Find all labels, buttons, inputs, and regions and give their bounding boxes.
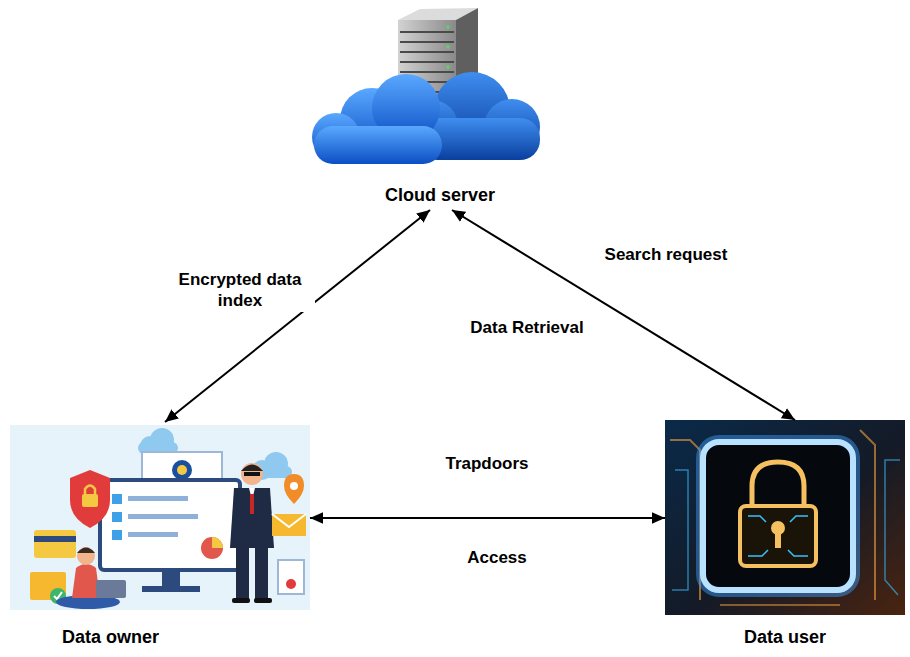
double-arrow — [452, 210, 795, 420]
owner-illustration — [85, 486, 95, 495]
user-illustration — [703, 442, 853, 590]
cloud-shape — [312, 74, 442, 164]
double-arrow — [165, 210, 430, 422]
owner-illustration — [54, 592, 62, 599]
edge-label: Encrypted data index — [165, 268, 315, 312]
user-illustration — [720, 604, 840, 606]
edge-label: Access — [464, 546, 530, 569]
node-caption: Data user — [744, 626, 826, 648]
owner-illustration — [162, 570, 180, 586]
node-box: Data user — [665, 420, 905, 652]
owner-illustration — [272, 514, 306, 536]
edge-label: Trapdoors — [442, 452, 531, 475]
owner-illustration — [142, 586, 200, 592]
owner-illustration — [255, 548, 268, 600]
owner-illustration — [172, 460, 192, 480]
owner-illustration — [290, 482, 298, 490]
user-illustration — [775, 530, 781, 548]
node-box: Cloud server — [330, 5, 550, 210]
node-box: Data owner — [10, 422, 310, 652]
owner-illustration — [250, 494, 254, 514]
owner-illustration — [284, 474, 304, 504]
user-illustration — [672, 470, 688, 590]
server-rack — [400, 41, 454, 43]
node-caption: Cloud server — [385, 184, 495, 206]
node-caption: Data owner — [62, 626, 159, 648]
edge-label: Search request — [602, 243, 731, 266]
user-illustration — [748, 550, 768, 556]
owner-illustration — [241, 463, 263, 485]
owner-illustration — [70, 470, 110, 528]
owner-illustration — [212, 537, 223, 548]
owner-illustration — [232, 598, 250, 603]
owner-illustration — [128, 532, 178, 537]
owner-illustration — [244, 472, 260, 476]
owner-illustration — [128, 496, 188, 501]
owner-illustration — [241, 465, 263, 472]
owner-illustration — [34, 530, 76, 558]
owner-illustration — [72, 564, 100, 598]
owner-illustration — [272, 514, 306, 527]
server-rack — [400, 31, 454, 33]
user-illustration — [703, 442, 853, 590]
server-rack — [446, 65, 450, 69]
owner-illustration — [112, 494, 122, 504]
user-illustration — [860, 430, 875, 600]
user-illustration — [670, 440, 700, 600]
owner-illustration — [100, 480, 240, 570]
server-rack — [400, 71, 454, 73]
owner-illustration — [177, 465, 187, 475]
owner-illustration — [112, 530, 122, 540]
server-rack — [400, 51, 454, 53]
owner-illustration — [278, 560, 304, 594]
owner-illustration — [77, 548, 95, 554]
user-illustration — [790, 516, 808, 522]
server-rack — [446, 25, 450, 29]
owner-illustration — [77, 547, 95, 565]
user-illustration — [788, 550, 808, 556]
owner-illustration — [254, 598, 272, 603]
owner-illustration — [286, 579, 296, 589]
owner-illustration — [230, 488, 274, 548]
user-illustration — [748, 516, 766, 522]
server-rack — [400, 61, 454, 63]
edge-label: Data Retrieval — [467, 316, 586, 339]
owner-illustration — [128, 514, 198, 519]
user-illustration — [665, 420, 905, 615]
owner-illustration — [236, 548, 249, 600]
cloud-shape — [314, 126, 442, 164]
user-illustration — [752, 462, 804, 506]
user-illustration — [885, 460, 900, 595]
user-illustration — [665, 420, 905, 615]
owner-illustration — [10, 425, 310, 610]
owner-illustration — [96, 580, 126, 598]
user-illustration — [740, 506, 816, 566]
owner-illustration — [10, 425, 310, 610]
owner-illustration — [34, 536, 76, 542]
double-arrow — [310, 517, 665, 519]
owner-illustration — [112, 512, 122, 522]
owner-illustration — [201, 537, 223, 559]
server-rack — [446, 45, 450, 49]
owner-illustration — [82, 494, 98, 507]
